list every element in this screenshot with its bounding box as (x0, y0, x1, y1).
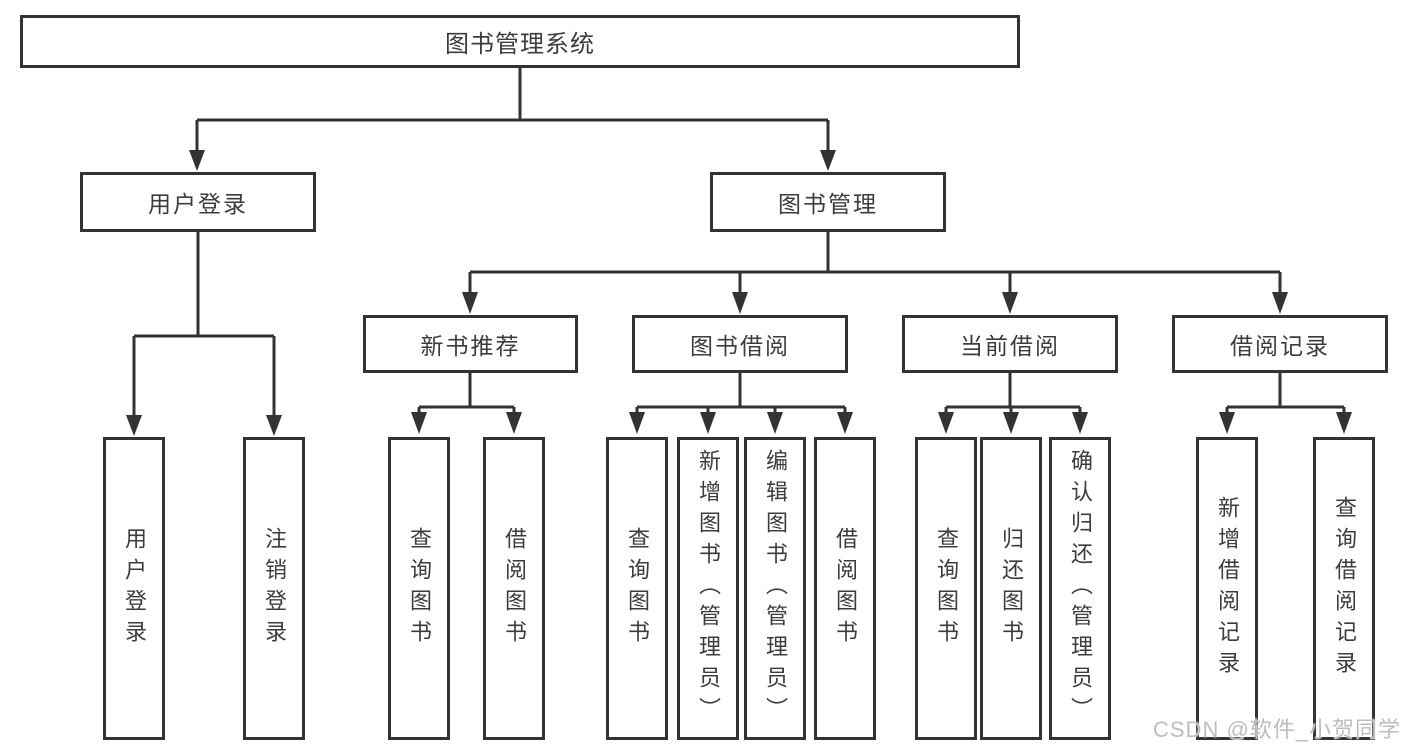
node-label: 编辑图书（管理员） (763, 449, 788, 728)
node-label: 图书管理 (778, 191, 878, 217)
node-label: 图书管理系统 (445, 31, 595, 58)
arrowhead (938, 412, 954, 434)
node-current-borrowing: 当前借阅 (902, 315, 1118, 373)
node-label: 新书推荐 (420, 333, 521, 359)
node-book-borrowing: 图书借阅 (632, 315, 848, 373)
leaf-add-book-admin: 新增图书（管理员） (677, 437, 739, 740)
leaf-query-borrow-record: 查询借阅记录 (1313, 437, 1375, 740)
node-user-login: 用户登录 (80, 172, 316, 232)
node-label: 新增借阅记录 (1215, 495, 1240, 682)
arrowhead (837, 412, 853, 434)
leaf-edit-book-admin: 编辑图书（管理员） (744, 437, 806, 740)
node-label: 查询借阅记录 (1332, 495, 1357, 682)
arrowhead (629, 412, 645, 434)
csdn-watermark: CSDN @软件_小贺同学 (1153, 717, 1402, 742)
arrowhead (1272, 292, 1288, 314)
node-label: 借阅图书 (833, 526, 858, 651)
node-library-management-system: 图书管理系统 (20, 15, 1020, 68)
leaf-query-books-borrowing: 查询图书 (606, 437, 668, 740)
leaf-query-books-current: 查询图书 (915, 437, 977, 740)
node-label: 新增图书（管理员） (696, 449, 721, 728)
arrowhead (1072, 412, 1088, 434)
leaf-borrow-books-borrowing: 借阅图书 (814, 437, 876, 740)
node-label: 借阅图书 (502, 526, 527, 651)
node-book-management: 图书管理 (710, 172, 946, 232)
leaf-return-books: 归还图书 (980, 437, 1042, 740)
node-label: 用户登录 (122, 526, 147, 651)
arrowhead (411, 412, 427, 434)
leaf-confirm-return-admin: 确认归还（管理员） (1049, 437, 1111, 740)
arrowhead (700, 412, 716, 434)
node-label: 当前借阅 (960, 333, 1060, 359)
arrowhead (732, 292, 748, 314)
arrowhead (506, 412, 522, 434)
node-label: 借阅记录 (1230, 333, 1330, 359)
arrowhead (820, 150, 836, 171)
node-label: 确认归还（管理员） (1068, 449, 1093, 728)
arrowhead (767, 412, 783, 434)
leaf-query-books-recommend: 查询图书 (388, 437, 450, 740)
arrowhead (1002, 292, 1018, 314)
node-label: 查询图书 (407, 526, 432, 651)
arrowhead (1003, 412, 1019, 434)
node-label: 归还图书 (999, 526, 1024, 651)
arrowhead (462, 292, 478, 314)
node-label: 图书借阅 (690, 333, 790, 359)
node-label: 注销登录 (262, 526, 287, 651)
node-label: 用户登录 (148, 191, 248, 217)
arrowhead (1219, 412, 1235, 434)
arrowhead (126, 415, 142, 436)
arrowhead (189, 150, 205, 171)
node-label: 查询图书 (934, 526, 959, 651)
arrowhead (266, 415, 282, 436)
node-label: 查询图书 (625, 526, 650, 651)
leaf-add-borrow-record: 新增借阅记录 (1196, 437, 1258, 740)
node-borrowing-records: 借阅记录 (1172, 315, 1388, 373)
node-new-book-recommendation: 新书推荐 (363, 315, 578, 373)
leaf-logout: 注销登录 (243, 437, 305, 740)
arrowhead (1336, 412, 1352, 434)
leaf-user-login: 用户登录 (103, 437, 165, 740)
leaf-borrow-books-recommend: 借阅图书 (483, 437, 545, 740)
